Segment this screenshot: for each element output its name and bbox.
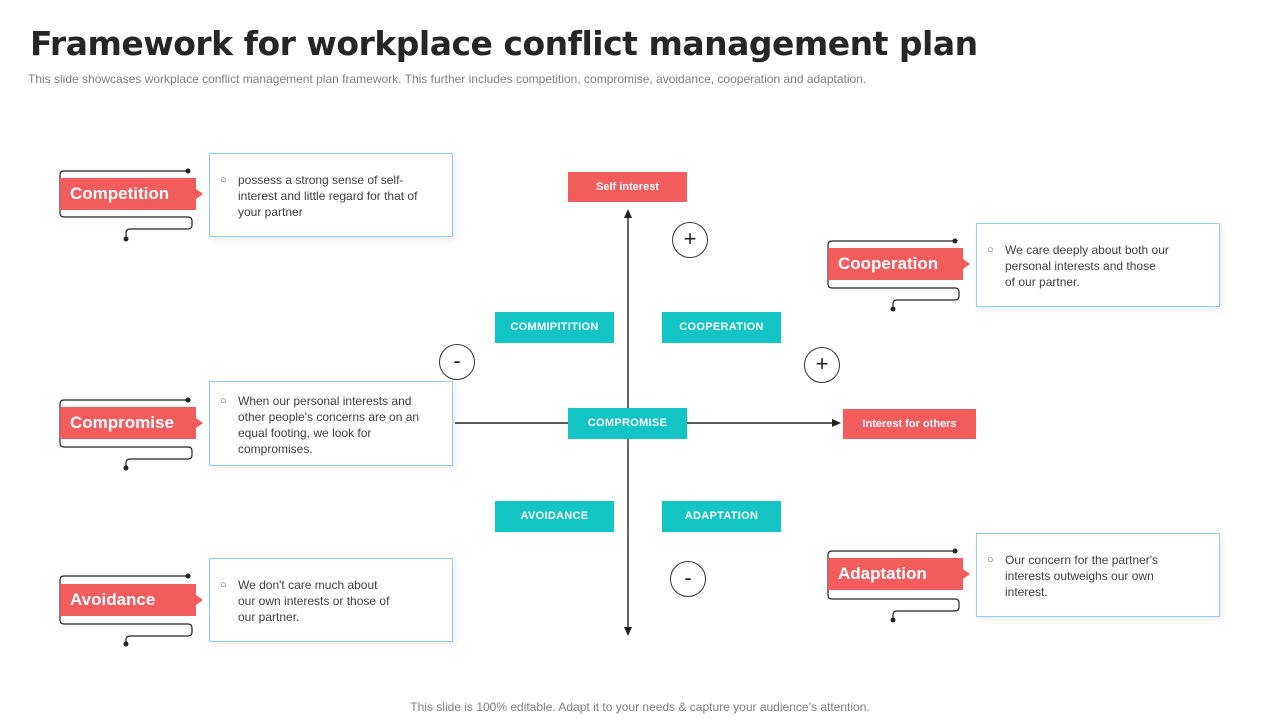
compromise-label: Compromise <box>70 413 174 432</box>
bullet-icon: ○ <box>220 395 227 407</box>
compromise-description: When our personal interests and other pe… <box>238 394 420 456</box>
competition-description: possess a strong sense of self-interest … <box>238 173 418 219</box>
y-axis-label: Self interest <box>568 172 687 202</box>
competition-label: Competition <box>70 184 170 203</box>
bullet-icon: ○ <box>987 554 994 566</box>
quadrant-adaptation: ADAPTATION <box>662 501 781 532</box>
compromise-tag: Compromise <box>60 407 196 439</box>
cooperation-tag: Cooperation <box>828 248 963 280</box>
quadrant-competition: COMMIPITITION <box>495 312 614 343</box>
quadrant-cooperation: COOPERATION <box>662 312 781 343</box>
adaptation-description-box: ○ Our concern for the partner's interest… <box>976 533 1220 617</box>
minus-sign-bottom: - <box>670 561 706 597</box>
avoidance-description-box: ○ We don't care much about our own inter… <box>209 558 453 642</box>
compromise-description-box: ○ When our personal interests and other … <box>209 381 453 466</box>
avoidance-connector <box>59 575 193 644</box>
adaptation-label: Adaptation <box>838 564 927 583</box>
bullet-icon: ○ <box>220 174 227 186</box>
adaptation-description: Our concern for the partner's interests … <box>1005 553 1159 599</box>
page-subtitle: This slide showcases workplace conflict … <box>28 72 867 86</box>
competition-connector <box>59 170 193 239</box>
compromise-tag-pointer <box>196 418 203 428</box>
footer-note: This slide is 100% editable. Adapt it to… <box>410 700 870 714</box>
x-axis-label: Interest for others <box>843 409 976 439</box>
quadrant-compromise: COMPROMISE <box>568 408 687 439</box>
plus-sign-right: + <box>804 347 840 383</box>
avoidance-description: We don't care much about our own interes… <box>238 578 390 624</box>
page-title: Framework for workplace conflict managem… <box>30 24 978 63</box>
y-axis-arrow-up <box>624 209 632 218</box>
bullet-icon: ○ <box>220 579 227 591</box>
cooperation-connector <box>827 240 960 309</box>
adaptation-tag-pointer <box>963 569 970 579</box>
cooperation-description: We care deeply about both our personal i… <box>1005 243 1169 289</box>
cooperation-description-box: ○ We care deeply about both our personal… <box>976 223 1220 307</box>
competition-tag-pointer <box>196 189 203 199</box>
competition-description-box: ○ possess a strong sense of self-interes… <box>209 153 453 237</box>
avoidance-tag-pointer <box>196 595 203 605</box>
x-axis-arrow-right <box>832 419 841 427</box>
cooperation-label: Cooperation <box>838 254 939 273</box>
adaptation-tag: Adaptation <box>828 558 963 590</box>
plus-sign-top: + <box>672 222 708 258</box>
y-axis-arrow-down <box>624 627 632 636</box>
avoidance-tag: Avoidance <box>60 584 196 616</box>
minus-sign-left: - <box>439 344 475 380</box>
quadrant-avoidance: AVOIDANCE <box>495 501 614 532</box>
compromise-connector <box>59 399 193 468</box>
competition-tag: Competition <box>60 178 196 210</box>
bullet-icon: ○ <box>987 244 994 256</box>
avoidance-label: Avoidance <box>70 590 156 609</box>
adaptation-connector <box>827 550 960 620</box>
cooperation-tag-pointer <box>963 259 970 269</box>
